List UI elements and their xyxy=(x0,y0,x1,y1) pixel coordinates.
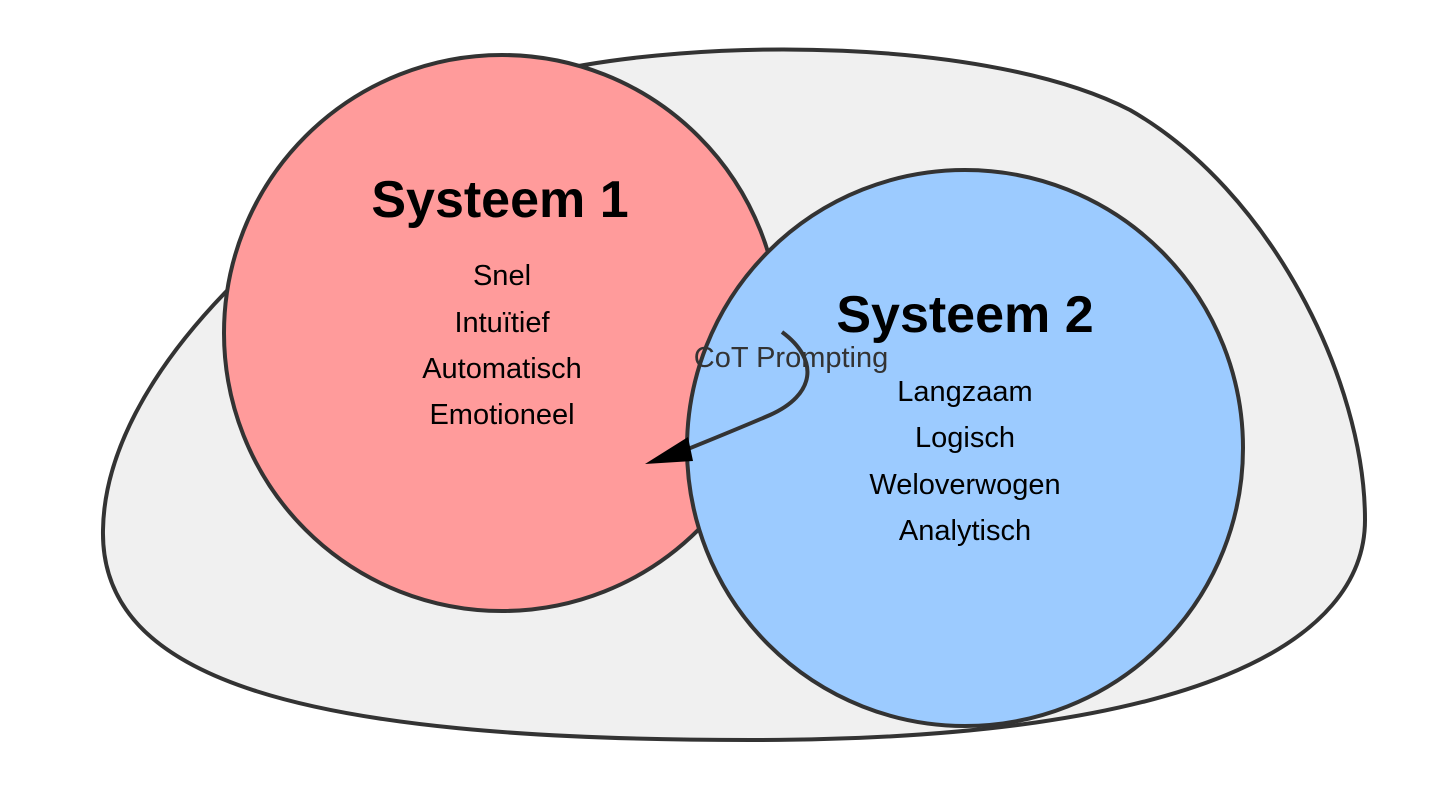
system2-title: Systeem 2 xyxy=(836,286,1093,344)
system2-item-langzaam: Langzaam xyxy=(897,376,1032,408)
system2-item-weloverwogen: Weloverwogen xyxy=(869,469,1060,501)
system1-title: Systeem 1 xyxy=(371,171,628,229)
cot-prompting-arrowhead xyxy=(645,437,693,464)
system1-item-snel: Snel xyxy=(473,260,531,292)
system2-item-logisch: Logisch xyxy=(915,422,1015,454)
system1-item-intuitief: Intuïtief xyxy=(454,307,550,339)
system1-item-emotioneel: Emotioneel xyxy=(429,399,574,431)
system1-item-automatisch: Automatisch xyxy=(422,353,582,385)
cot-prompting-label: CoT Prompting xyxy=(694,342,889,374)
system2-item-analytisch: Analytisch xyxy=(899,515,1031,547)
cot-prompting-arrow-line xyxy=(682,330,810,453)
